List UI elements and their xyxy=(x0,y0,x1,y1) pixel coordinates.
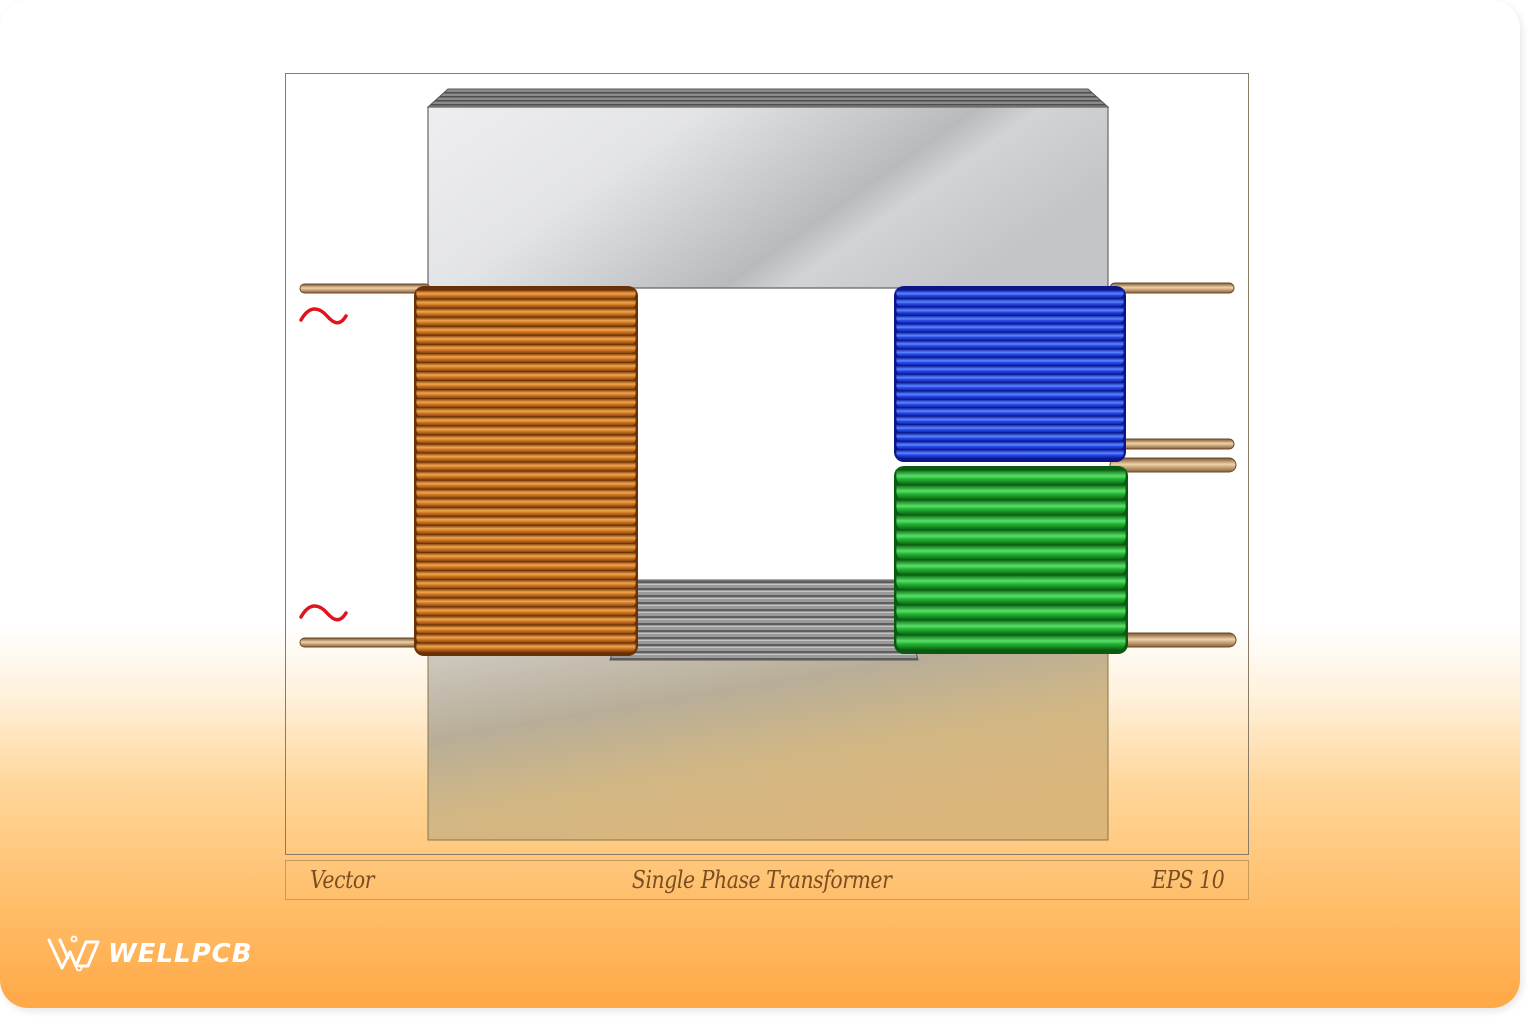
transformer-illustration xyxy=(299,88,1237,841)
illustration-frame xyxy=(285,73,1249,855)
brand-name: WELLPCB xyxy=(108,939,253,969)
ac-symbol-lower xyxy=(299,604,348,622)
ac-symbol-upper xyxy=(299,307,348,325)
secondary-coil-upper xyxy=(894,286,1126,462)
caption-bar: Vector Single Phase Transformer EPS 10 xyxy=(285,860,1249,900)
wellpcb-logo: WELLPCB xyxy=(46,934,253,974)
secondary-leads xyxy=(1109,282,1237,648)
caption-eps: EPS 10 xyxy=(1151,866,1225,894)
wellpcb-w-logo-icon xyxy=(47,935,100,972)
primary-coil xyxy=(414,286,638,656)
ac-source-symbols xyxy=(299,307,348,622)
caption-vector: Vector xyxy=(310,866,375,894)
caption-title: Single Phase Transformer xyxy=(632,866,892,894)
core-bottom-yoke xyxy=(427,649,1109,841)
secondary-coil-lower xyxy=(894,466,1128,654)
image-card: Vector Single Phase Transformer EPS 10 W… xyxy=(0,0,1520,1008)
